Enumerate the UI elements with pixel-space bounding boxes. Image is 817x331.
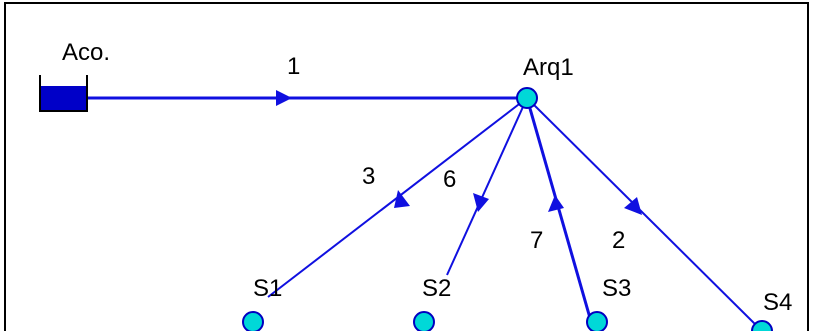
pipe-label-7: 7 <box>530 227 543 254</box>
pipe-2-line[interactable] <box>526 97 763 331</box>
arrows-layer <box>276 90 642 215</box>
pipe-6-flow-arrow <box>473 193 489 212</box>
sink-node-s4[interactable] <box>751 320 773 331</box>
sink-node-s1[interactable] <box>242 311 264 331</box>
reservoir-body <box>40 86 87 111</box>
sink-label-s3: S3 <box>602 275 631 302</box>
pipe-label-2: 2 <box>612 227 625 254</box>
reservoir-label: Aco. <box>62 39 110 66</box>
diagram-frame <box>4 2 809 331</box>
pipe-1-flow-arrow <box>276 90 292 106</box>
sink-label-s4: S4 <box>763 289 792 316</box>
pipe-3-flow-arrow <box>394 190 410 208</box>
pipes-layer <box>87 96 763 331</box>
pipe-6-line[interactable] <box>446 97 528 276</box>
pipe-label-1: 1 <box>287 53 300 80</box>
pipe-2-flow-arrow <box>624 197 642 215</box>
sink-label-s2: S2 <box>422 275 451 302</box>
pipe-label-6: 6 <box>443 166 456 193</box>
tank-node[interactable] <box>516 87 538 109</box>
pipe-label-3: 3 <box>362 163 375 190</box>
tank-label: Arq1 <box>523 54 574 81</box>
reservoir[interactable] <box>39 75 88 112</box>
sink-node-s2[interactable] <box>413 311 435 331</box>
pipe-7-flow-arrow <box>548 195 564 212</box>
sink-label-s1: S1 <box>253 275 282 302</box>
sink-node-s3[interactable] <box>586 311 608 331</box>
